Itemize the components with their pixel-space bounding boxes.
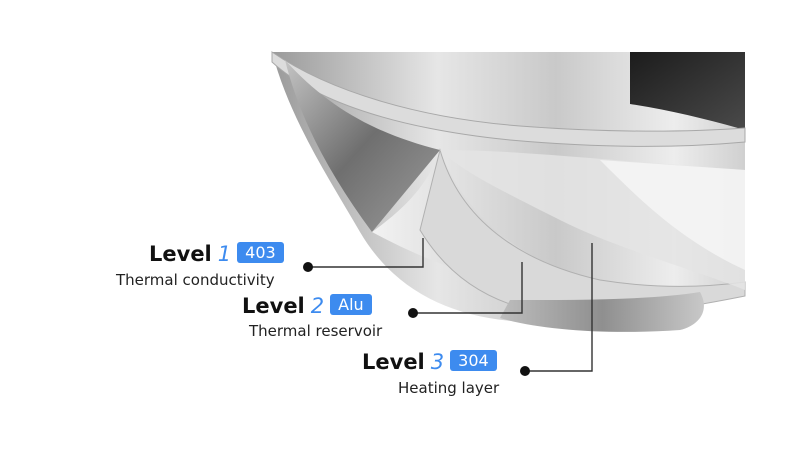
leader-line-level-2 xyxy=(413,262,523,314)
level-word: Level xyxy=(149,242,212,266)
level-2-description: Thermal reservoir xyxy=(249,322,383,340)
level-word: Level xyxy=(242,294,305,318)
level-word: Level xyxy=(362,350,425,374)
level-number: 1 xyxy=(217,242,232,266)
leader-dot-level-3 xyxy=(520,366,530,376)
material-badge: Alu xyxy=(330,294,372,315)
leader-dot-level-2 xyxy=(408,308,418,318)
leader-line-level-1 xyxy=(308,238,424,268)
level-3-description: Heating layer xyxy=(398,379,500,397)
level-number: 3 xyxy=(430,350,445,374)
leader-dot-level-1 xyxy=(303,262,313,272)
level-number: 2 xyxy=(310,294,325,318)
material-badge: 403 xyxy=(237,242,284,263)
level-1-description: Thermal conductivity xyxy=(116,271,275,289)
material-badge: 304 xyxy=(450,350,497,371)
leader-line-level-3 xyxy=(525,243,593,372)
